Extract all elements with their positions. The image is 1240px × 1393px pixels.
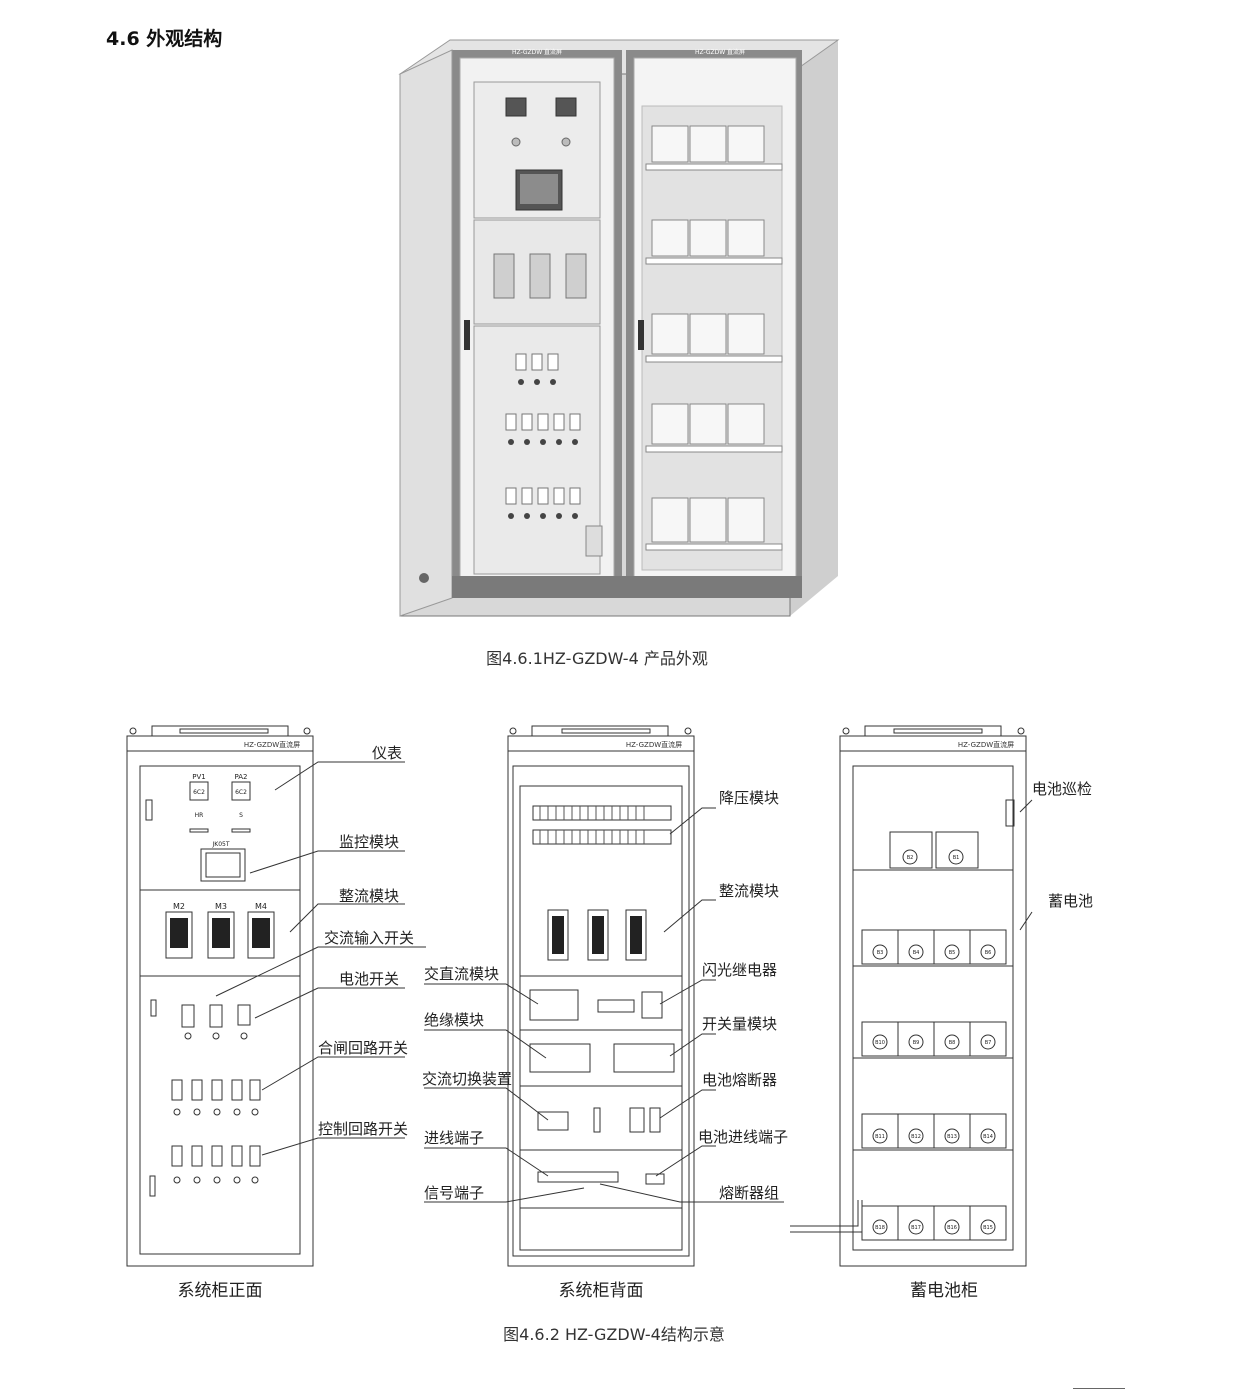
photo-left-title: HZ-GZDW 直流屏 xyxy=(512,48,562,56)
battery-b5: B5 xyxy=(949,950,956,956)
battery-b12: B12 xyxy=(911,1134,921,1140)
back-cabinet-title: 系统柜背面 xyxy=(558,1281,644,1301)
back-fins xyxy=(539,806,645,844)
battery-b3: B3 xyxy=(877,950,884,956)
callout-ac-input-switch: 交流输入开关 xyxy=(324,929,415,947)
callout-fuse-group: 熔断器组 xyxy=(719,1184,780,1202)
footer-divider xyxy=(1073,1388,1125,1389)
battery-header-text: HZ-GZDW直流屏 xyxy=(958,740,1014,749)
callout-acdc-module: 交直流模块 xyxy=(424,965,500,983)
callout-closing-circuit-switch: 合闸回路开关 xyxy=(318,1039,409,1057)
callout-ac-switchover-device: 交流切换装置 xyxy=(422,1070,513,1088)
figure1-caption: 图4.6.1HZ-GZDW-4 产品外观 xyxy=(486,649,708,668)
back-header-text: HZ-GZDW直流屏 xyxy=(626,740,682,749)
battery-b7: B7 xyxy=(985,1040,992,1046)
front-modules-fill xyxy=(170,918,270,948)
callout-battery-switch: 电池开关 xyxy=(339,970,400,988)
front-cabinet-title: 系统柜正面 xyxy=(177,1281,263,1301)
product-photo: HZ-GZDW 直流屏 HZ-GZDW 直流屏 xyxy=(398,39,840,617)
callout-signal-terminal: 信号端子 xyxy=(424,1184,485,1202)
battery-b10: B10 xyxy=(875,1040,885,1046)
battery-b17: B17 xyxy=(911,1225,921,1231)
monitor-label: JK05T xyxy=(211,841,229,848)
battery-b4: B4 xyxy=(913,950,920,956)
photo-right-title: HZ-GZDW 直流屏 xyxy=(695,48,745,56)
callout-storage-battery: 蓄电池 xyxy=(1048,892,1094,910)
battery-b1: B1 xyxy=(953,855,960,861)
photo-battery-shelves xyxy=(645,125,783,551)
callout-monitor-module: 监控模块 xyxy=(339,833,400,851)
battery-b16: B16 xyxy=(947,1225,957,1231)
meter-s: S xyxy=(239,812,243,819)
section-title: 4.6 外观结构 xyxy=(106,28,223,50)
callout-rectifier-module: 整流模块 xyxy=(339,887,400,905)
battery-b6: B6 xyxy=(985,950,992,956)
battery-b8: B8 xyxy=(949,1040,956,1046)
meter-hr: HR xyxy=(195,812,204,819)
callout-input-terminal: 进线端子 xyxy=(424,1129,485,1147)
callout-flash-relay: 闪光继电器 xyxy=(702,961,778,979)
battery-cabinet-title: 蓄电池柜 xyxy=(910,1281,978,1301)
front-cabinet xyxy=(126,725,314,1267)
callout-battery-inspection: 电池巡检 xyxy=(1032,780,1093,798)
module-m3: M3 xyxy=(215,902,227,911)
back-fills xyxy=(552,916,642,954)
back-cabinet xyxy=(507,725,695,1267)
battery-cabinet xyxy=(790,725,1027,1267)
callout-battery-fuse: 电池熔断器 xyxy=(702,1071,778,1089)
front-leaders xyxy=(215,761,426,1156)
callout-switch-module: 开关量模块 xyxy=(702,1015,778,1033)
battery-b2: B2 xyxy=(907,855,914,861)
battery-b15: B15 xyxy=(983,1225,993,1231)
callout-battery-input-terminal: 电池进线端子 xyxy=(698,1128,789,1146)
meter-pa2-value: 6C2 xyxy=(235,789,247,796)
figure2-caption: 图4.6.2 HZ-GZDW-4结构示意 xyxy=(503,1325,725,1344)
callout-buck-module: 降压模块 xyxy=(719,789,780,807)
battery-b9: B9 xyxy=(913,1040,920,1046)
battery-b11: B11 xyxy=(875,1134,885,1140)
meter-pv1-value: 6C2 xyxy=(193,789,205,796)
battery-b14: B14 xyxy=(983,1134,993,1140)
back-leaders xyxy=(424,807,784,1203)
callout-back-rectifier-module: 整流模块 xyxy=(719,882,780,900)
battery-ids: B2 B1 B3 B4 B5 B6 B10 B9 B8 B7 B11 B12 B… xyxy=(875,855,993,1231)
meter-pa2: PA2 xyxy=(234,773,247,781)
battery-b13: B13 xyxy=(947,1134,957,1140)
module-m2: M2 xyxy=(173,902,185,911)
front-breakers xyxy=(171,1004,261,1184)
battery-leaders xyxy=(1019,799,1033,931)
front-header-text: HZ-GZDW直流屏 xyxy=(244,740,300,749)
module-m4: M4 xyxy=(255,902,267,911)
callout-control-circuit-switch: 控制回路开关 xyxy=(318,1120,409,1138)
callout-meter: 仪表 xyxy=(372,744,403,762)
callout-insulation-module: 绝缘模块 xyxy=(424,1011,485,1029)
structure-diagram: HZ-GZDW直流屏 PV1 PA2 6C2 6C2 HR S JK05T M2… xyxy=(126,725,1033,1267)
battery-b18: B18 xyxy=(875,1225,885,1231)
meter-pv1: PV1 xyxy=(192,773,205,781)
